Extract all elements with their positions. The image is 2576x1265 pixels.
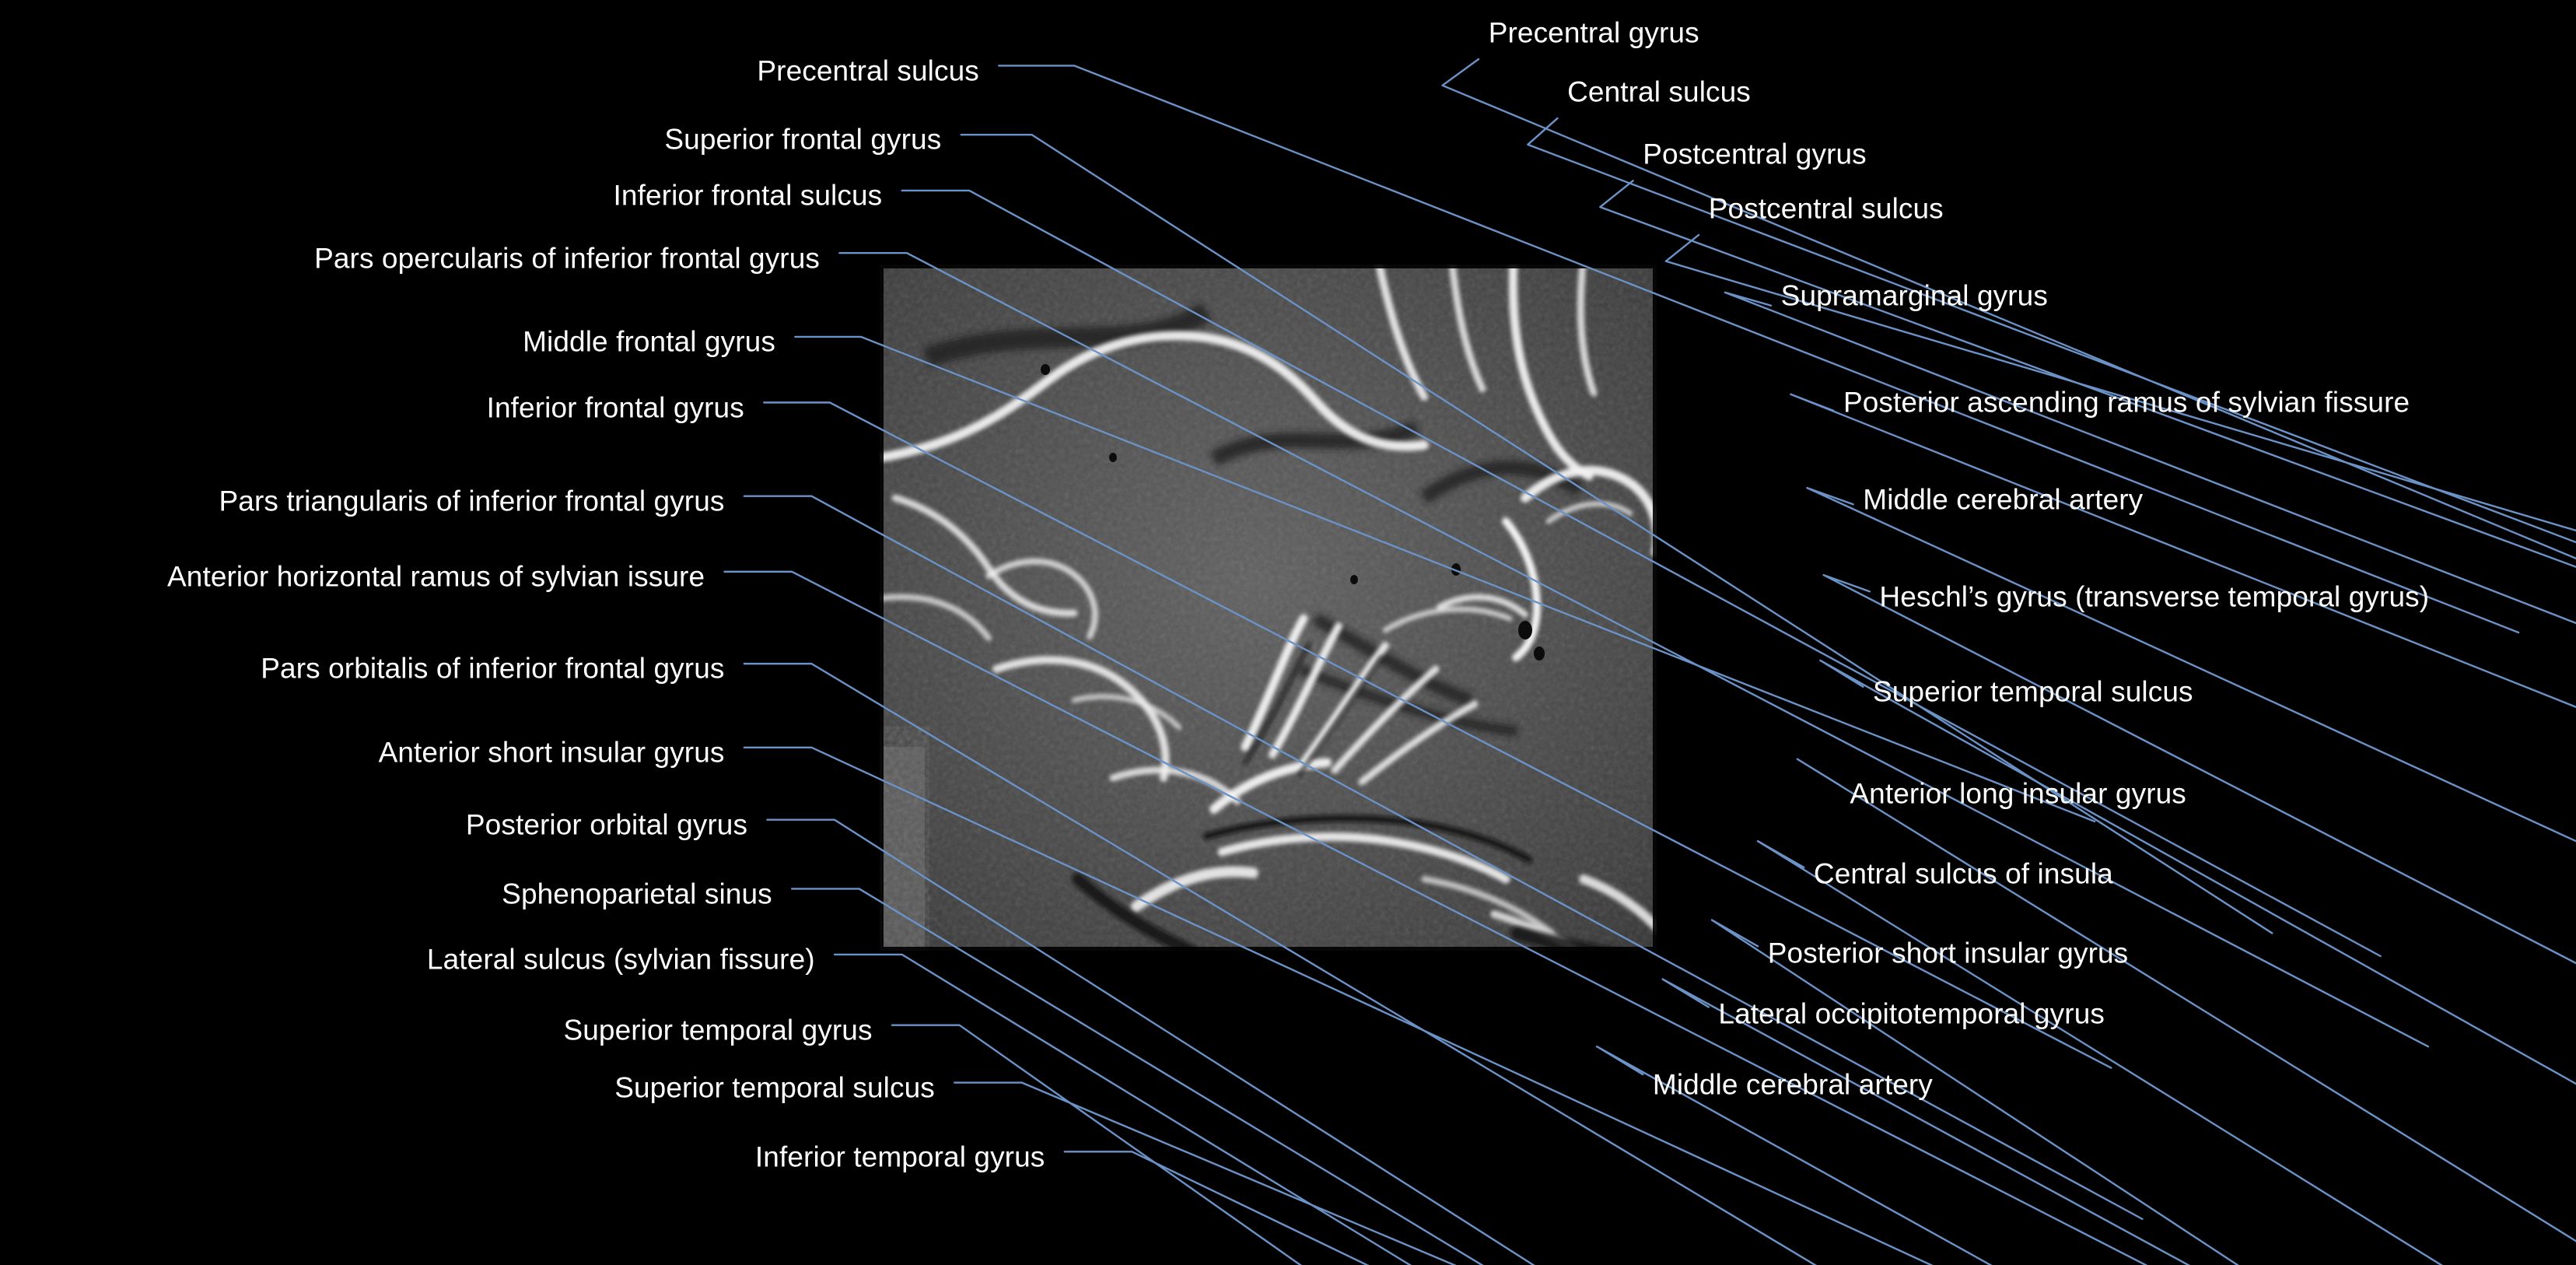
label-central-sulcus: Central sulcus: [1567, 75, 1751, 108]
label-pars-triangularis-of-inferior-frontal-gyrus: Pars triangularis of inferior frontal gy…: [219, 485, 725, 517]
leader-line-superior-temporal-gyrus-left: [892, 1025, 2074, 1265]
label-inferior-temporal-gyrus: Inferior temporal gyrus: [754, 1141, 1045, 1173]
label-precentral-gyrus: Precentral gyrus: [1488, 16, 1699, 49]
label-superior-frontal-gyrus: Superior frontal gyrus: [664, 123, 942, 156]
leader-line-postcentral-gyrus: [1600, 180, 2576, 748]
leader-line-inferior-temporal-gyrus: [1065, 1151, 2576, 1265]
label-middle-cerebral-artery-lower: Middle cerebral artery: [1652, 1068, 1933, 1101]
label-posterior-orbital-gyrus: Posterior orbital gyrus: [465, 808, 748, 841]
label-posterior-ascending-ramus-of-sylvian-fissure: Posterior ascending ramus of sylvian fis…: [1843, 386, 2410, 419]
mri-slice-graphic: [880, 265, 1657, 951]
label-anterior-long-insular-gyrus: Anterior long insular gyrus: [1850, 777, 2186, 810]
label-central-sulcus-of-insula: Central sulcus of insula: [1813, 857, 2113, 890]
label-anterior-horizontal-ramus-of-sylvian-issure: Anterior horizontal ramus of sylvian iss…: [167, 560, 705, 593]
leader-line-superior-temporal-sulcus-left: [954, 1083, 2365, 1265]
label-postcentral-gyrus: Postcentral gyrus: [1643, 138, 1867, 170]
leader-line-central-sulcus-of-insula: [1758, 841, 2576, 1265]
label-middle-frontal-gyrus: Middle frontal gyrus: [523, 325, 775, 358]
label-supramarginal-gyrus: Supramarginal gyrus: [1780, 279, 2048, 312]
label-heschls-gyrus: Heschl’s gyrus (transverse temporal gyru…: [1879, 580, 2430, 613]
label-inferior-frontal-sulcus: Inferior frontal sulcus: [613, 179, 883, 212]
label-lateral-occipitotemporal-gyrus: Lateral occipitotemporal gyrus: [1718, 997, 2105, 1030]
label-postcentral-sulcus: Postcentral sulcus: [1708, 192, 1944, 225]
label-middle-cerebral-artery-upper: Middle cerebral artery: [1863, 483, 2144, 516]
label-anterior-short-insular-gyrus: Anterior short insular gyrus: [378, 736, 725, 769]
label-pars-orbitalis-of-inferior-frontal-gyrus: Pars orbitalis of inferior frontal gyrus: [261, 652, 725, 685]
label-inferior-frontal-gyrus: Inferior frontal gyrus: [486, 391, 744, 424]
label-superior-temporal-sulcus-right: Superior temporal sulcus: [1872, 675, 2193, 708]
label-sphenoparietal-sinus: Sphenoparietal sinus: [502, 878, 772, 910]
label-posterior-short-insular-gyrus: Posterior short insular gyrus: [1767, 937, 2129, 969]
label-precentral-sulcus: Precentral sulcus: [757, 54, 979, 87]
label-pars-opercularis-of-inferior-frontal-gyrus: Pars opercularis of inferior frontal gyr…: [314, 242, 820, 275]
brain-mri-axial-slice: [880, 265, 1657, 951]
label-superior-temporal-gyrus-left: Superior temporal gyrus: [563, 1014, 873, 1046]
label-lateral-sulcus-sylvian-fissure: Lateral sulcus (sylvian fissure): [426, 943, 815, 976]
label-superior-temporal-sulcus-left: Superior temporal sulcus: [614, 1071, 935, 1104]
